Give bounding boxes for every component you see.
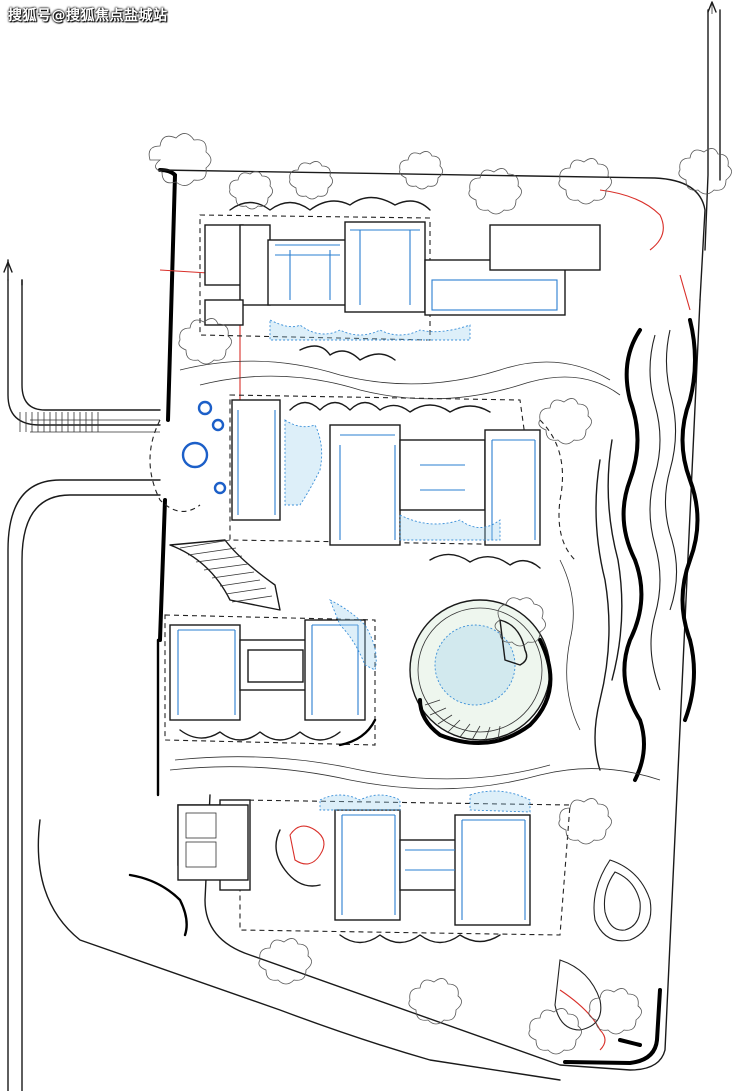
north-arrow-icon (707, 1, 717, 13)
garden-paths (128, 360, 661, 937)
building-cluster-central (229, 394, 541, 569)
curved-stair (169, 539, 281, 611)
building-cluster-north (199, 196, 601, 361)
gatehouse (177, 804, 249, 881)
circular-garden (409, 597, 553, 745)
tree-canopies (148, 133, 732, 1055)
building-cluster-west (164, 599, 377, 747)
watermark-text: 搜狐号@搜狐焦点盐城站 (8, 8, 168, 24)
entry-plaza-rings (149, 400, 227, 512)
road-network (3, 1, 721, 1091)
eastern-landscape-ribbon (554, 318, 700, 1031)
tree-icon (494, 597, 546, 647)
